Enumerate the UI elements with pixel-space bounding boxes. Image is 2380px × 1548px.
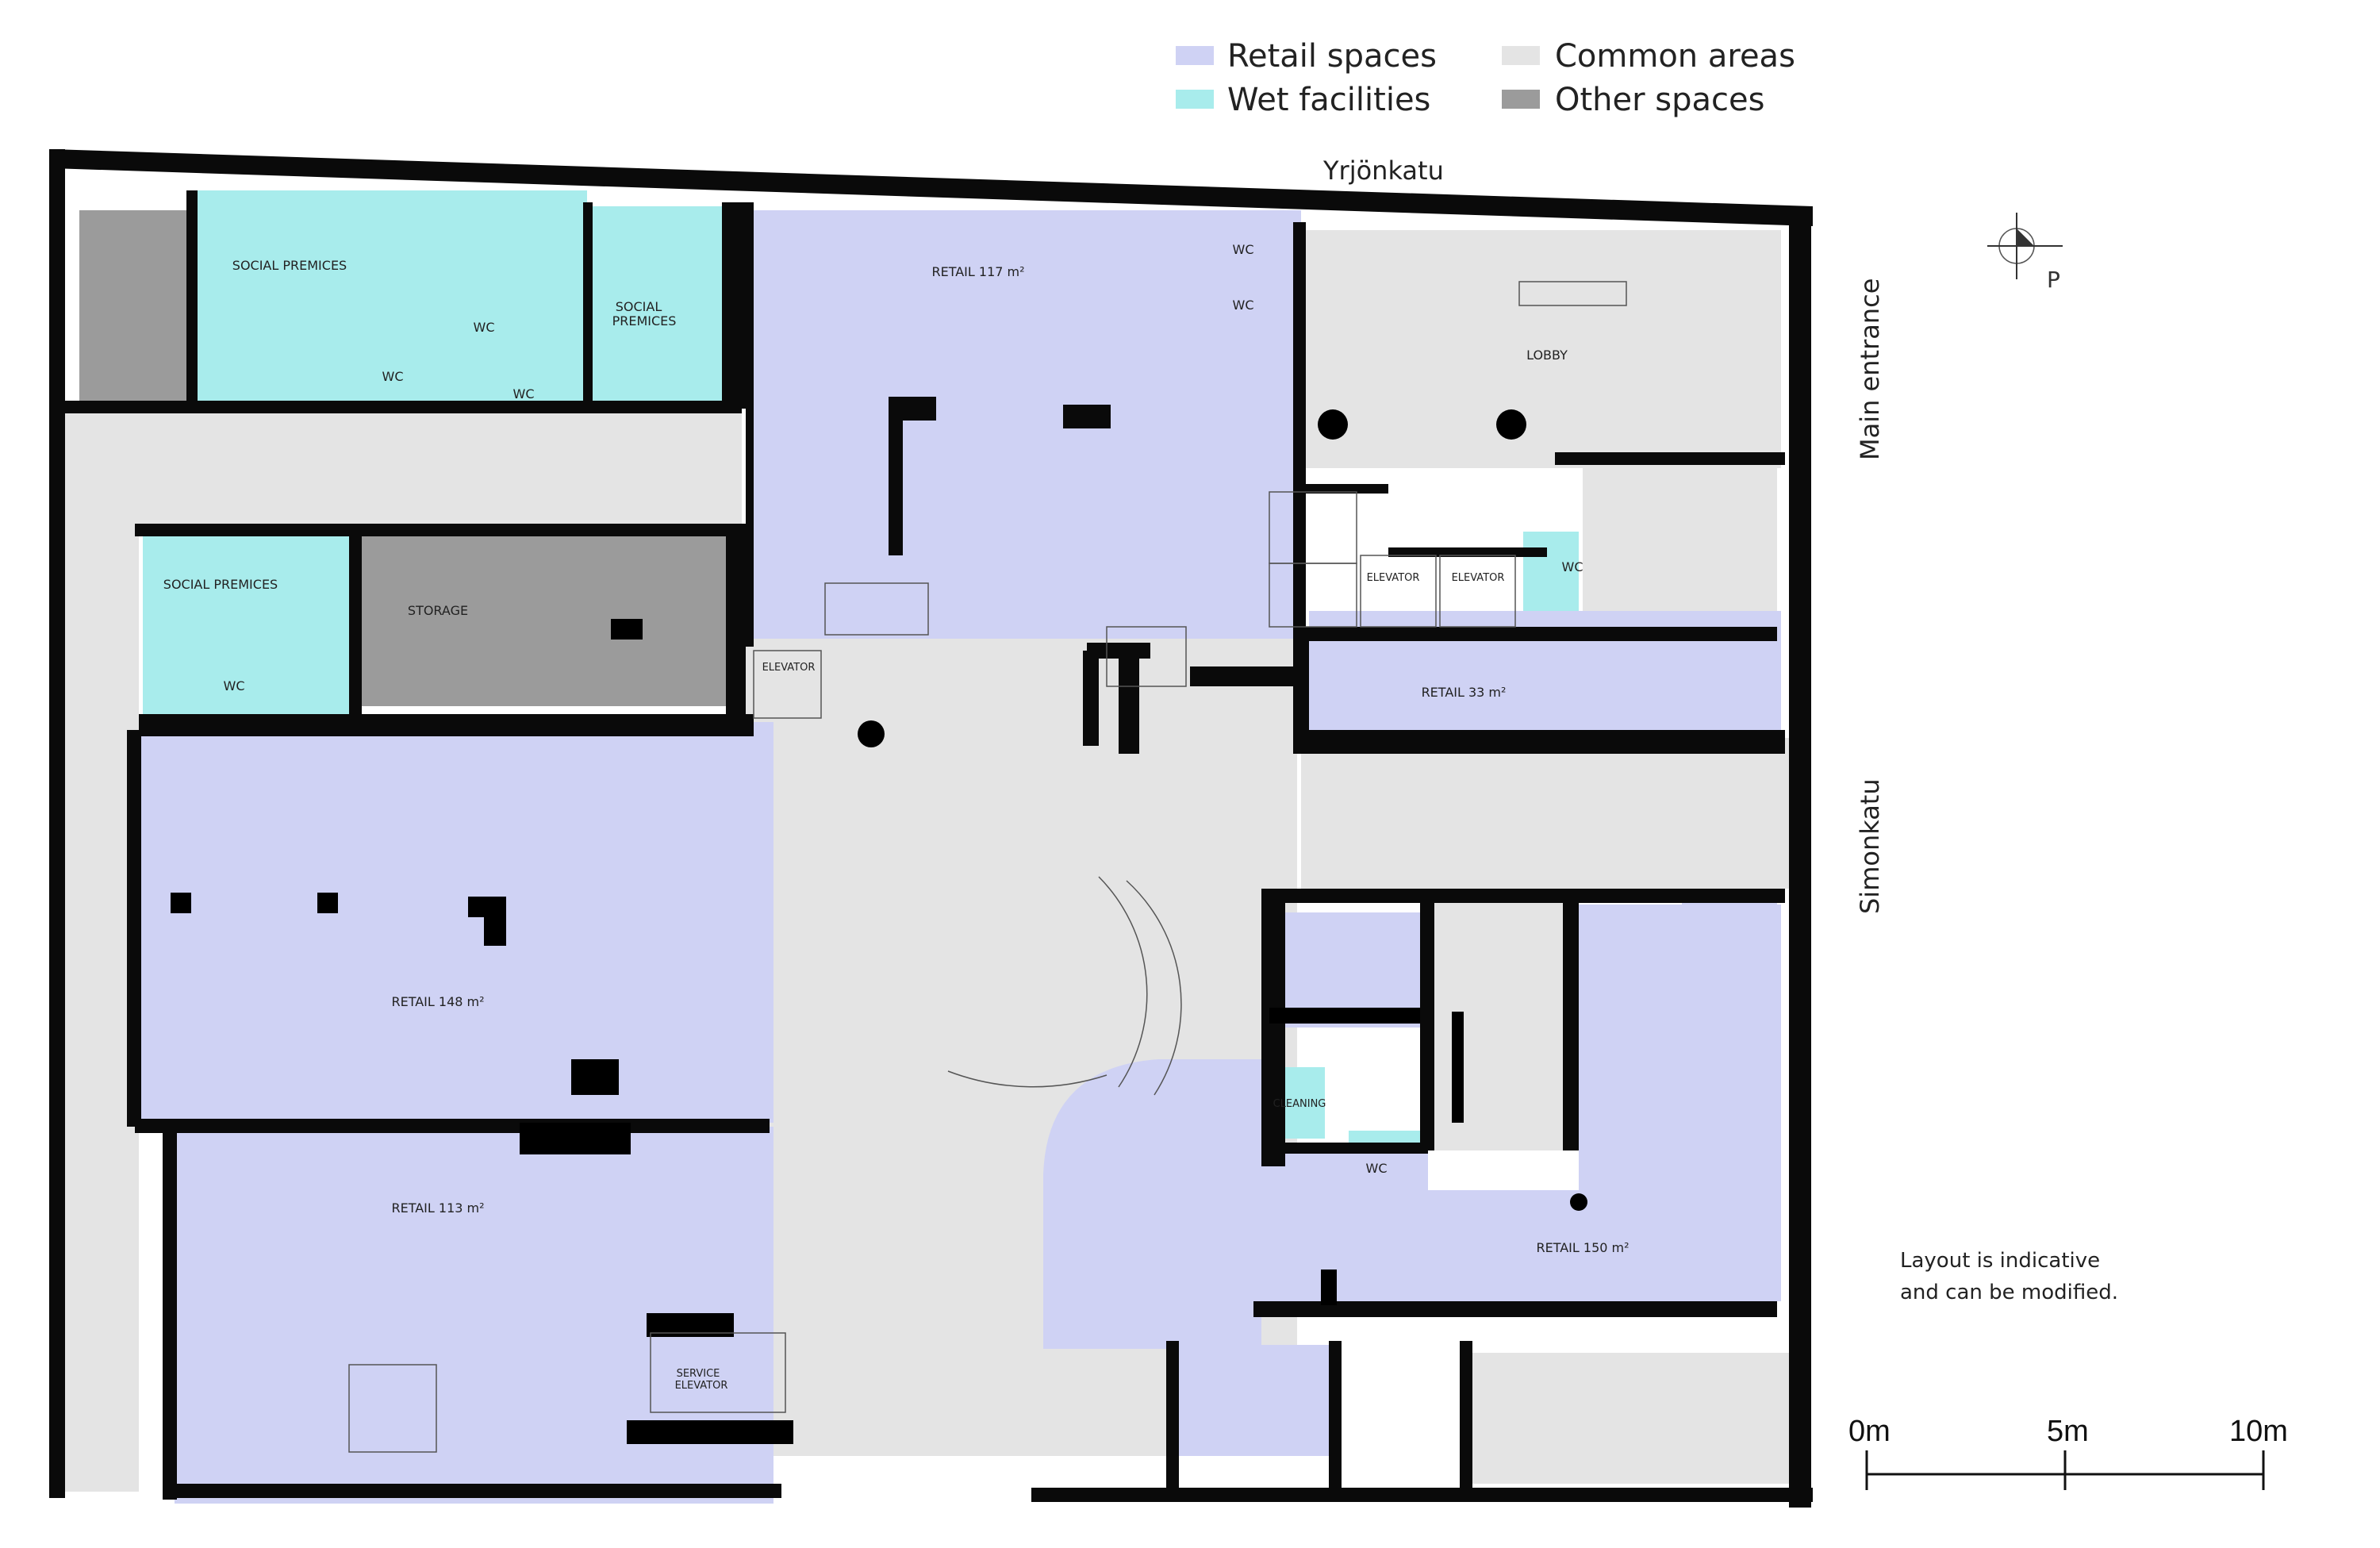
label-wc-2: WC xyxy=(382,369,404,384)
label-retail-113: RETAIL 113 m² xyxy=(391,1200,484,1216)
legend-label-other: Other spaces xyxy=(1555,82,1764,118)
wet-social-premices-3 xyxy=(143,532,353,714)
interior-lines xyxy=(348,281,1627,1453)
other-west-store xyxy=(79,210,186,401)
compass-label: P xyxy=(2047,267,2060,293)
label-retail-148: RETAIL 148 m² xyxy=(391,994,484,1009)
common-corridor-west xyxy=(60,413,139,1492)
label-elevator-1: ELEVATOR xyxy=(762,662,816,674)
legend-label-wet: Wet facilities xyxy=(1227,82,1430,118)
scale-label-0: 0m xyxy=(1848,1415,1891,1448)
legend-label-common: Common areas xyxy=(1555,38,1795,75)
label-wc-5: WC xyxy=(1233,298,1254,313)
label-service-elevator-a: SERVICE xyxy=(677,1368,720,1380)
label-retail-33: RETAIL 33 m² xyxy=(1422,685,1507,700)
label-elevator-2: ELEVATOR xyxy=(1367,572,1420,584)
building-walls xyxy=(49,149,1813,1508)
label-social-premices-2b: PREMICES xyxy=(612,313,677,328)
label-social-premices-1: SOCIAL PREMICES xyxy=(232,258,347,273)
legend-swatch-other xyxy=(1502,90,1540,109)
retail-150 xyxy=(1043,905,1781,1349)
legend-label-retail: Retail spaces xyxy=(1227,38,1437,75)
legend-swatch-retail xyxy=(1176,46,1214,65)
main-entrance-label: Main entrance xyxy=(1855,278,1885,460)
label-retail-117: RETAIL 117 m² xyxy=(931,264,1024,279)
label-wc-1: WC xyxy=(474,320,495,335)
legend: Retail spaces Common areas Wet facilitie… xyxy=(1176,38,1795,118)
street-label-east: Simonkatu xyxy=(1855,778,1885,914)
common-corridor-east xyxy=(1301,738,1809,889)
label-wc-3: WC xyxy=(513,386,535,401)
wet-social-premices-2 xyxy=(587,206,722,409)
legend-swatch-common xyxy=(1502,46,1540,65)
label-social-premices-2a: SOCIAL xyxy=(616,299,662,314)
label-social-premices-3: SOCIAL PREMICES xyxy=(163,577,278,592)
common-stair-east xyxy=(1583,468,1777,611)
label-elevator-3: ELEVATOR xyxy=(1452,572,1505,584)
label-wc-4: WC xyxy=(1233,242,1254,257)
label-storage: STORAGE xyxy=(408,603,468,618)
retail-kiosk xyxy=(1682,897,1777,1024)
retail-150-ext xyxy=(1170,1345,1329,1456)
layout-note-line2: and can be modified. xyxy=(1900,1281,2118,1304)
label-wc-6: WC xyxy=(1562,559,1583,574)
retail-148 xyxy=(139,722,774,1123)
label-wc-7: WC xyxy=(224,678,245,693)
label-wc-8: WC xyxy=(1366,1161,1388,1176)
common-corridor-north xyxy=(60,413,742,528)
scale-label-5: 5m xyxy=(2047,1415,2089,1448)
layout-note-line1: Layout is indicative xyxy=(1900,1249,2100,1273)
common-lobby xyxy=(1305,230,1781,468)
label-cleaning: CLEANING xyxy=(1273,1098,1326,1110)
label-lobby: LOBBY xyxy=(1526,348,1568,363)
wet-social-premices-1 xyxy=(190,190,587,405)
street-label-north: Yrjönkatu xyxy=(1322,156,1444,186)
other-storage xyxy=(357,528,726,706)
scale-label-10: 10m xyxy=(2229,1415,2288,1448)
north-arrow-icon: P xyxy=(1987,213,2063,293)
label-retail-150: RETAIL 150 m² xyxy=(1536,1240,1629,1255)
scale-bar: 0m 5m 10m xyxy=(1848,1415,2288,1490)
common-inner-east xyxy=(1420,897,1563,1150)
legend-swatch-wet xyxy=(1176,90,1214,109)
retail-117 xyxy=(746,210,1301,639)
label-service-elevator-b: ELEVATOR xyxy=(675,1380,728,1392)
common-bottom-right xyxy=(1472,1353,1805,1484)
